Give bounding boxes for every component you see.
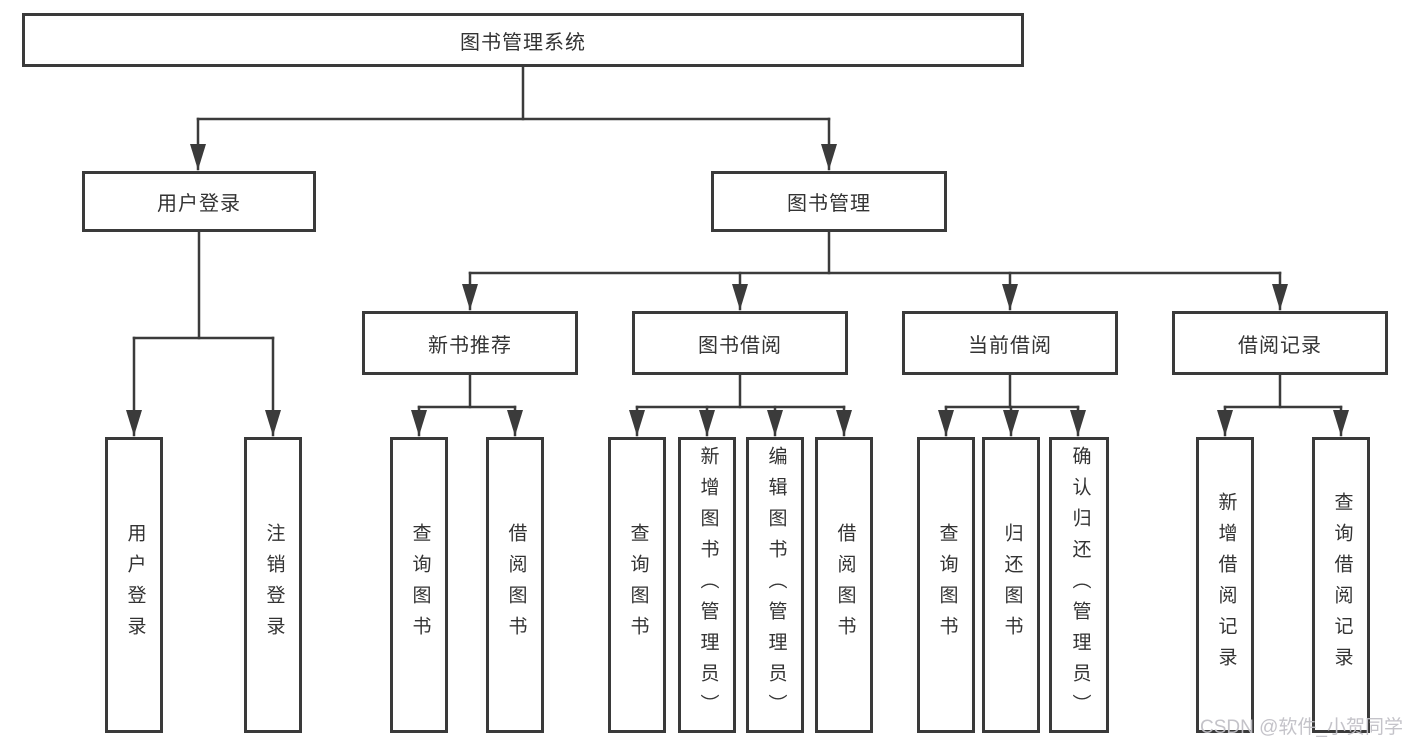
connector-root-to-level2 xyxy=(190,65,837,171)
leaf-confirm-return-admin: 确认归还（管理员） xyxy=(1049,437,1109,733)
leaf-recommend-borrow-books-label: 借阅图书 xyxy=(505,523,527,647)
leaf-add-borrow-record-label: 新增借阅记录 xyxy=(1215,492,1237,678)
connector-book-management-to-level3 xyxy=(462,230,1288,311)
leaf-current-query-books: 查询图书 xyxy=(917,437,975,733)
connector-user-login-to-leaves xyxy=(126,230,281,437)
leaf-user-login-label: 用户登录 xyxy=(124,523,146,647)
leaf-user-login: 用户登录 xyxy=(105,437,163,733)
leaf-add-books-admin: 新增图书（管理员） xyxy=(678,437,736,733)
csdn-watermark: CSDN @软件_小贺同学 xyxy=(1200,717,1403,738)
leaf-borrowing-query-books: 查询图书 xyxy=(608,437,666,733)
connector-book-borrowing-to-leaves xyxy=(629,373,852,437)
leaf-recommend-borrow-books: 借阅图书 xyxy=(486,437,544,733)
leaf-query-borrow-record-label: 查询借阅记录 xyxy=(1331,492,1353,678)
leaf-logout: 注销登录 xyxy=(244,437,302,733)
leaf-borrowing-borrow-books-label: 借阅图书 xyxy=(834,523,856,647)
node-new-book-recommendation: 新书推荐 xyxy=(362,311,578,375)
node-current-borrowing: 当前借阅 xyxy=(902,311,1118,375)
leaf-borrowing-borrow-books: 借阅图书 xyxy=(815,437,873,733)
leaf-current-query-books-label: 查询图书 xyxy=(936,523,958,647)
node-book-management: 图书管理 xyxy=(711,171,947,232)
leaf-logout-label: 注销登录 xyxy=(263,523,285,647)
connector-current-borrowing-to-leaves xyxy=(938,373,1086,437)
leaf-edit-books-admin-label: 编辑图书（管理员） xyxy=(765,445,787,725)
leaf-add-books-admin-label: 新增图书（管理员） xyxy=(697,445,719,725)
connector-new-book-to-leaves xyxy=(411,373,523,437)
leaf-return-books-label: 归还图书 xyxy=(1001,523,1023,647)
leaf-recommend-query-books: 查询图书 xyxy=(390,437,448,733)
leaf-confirm-return-admin-label: 确认归还（管理员） xyxy=(1069,445,1091,725)
leaf-borrowing-query-books-label: 查询图书 xyxy=(627,523,649,647)
node-user-login: 用户登录 xyxy=(82,171,316,232)
connector-borrow-records-to-leaves xyxy=(1217,373,1349,437)
leaf-recommend-query-books-label: 查询图书 xyxy=(409,523,431,647)
node-book-borrowing: 图书借阅 xyxy=(632,311,848,375)
node-borrowing-records: 借阅记录 xyxy=(1172,311,1388,375)
leaf-return-books: 归还图书 xyxy=(982,437,1040,733)
leaf-query-borrow-record: 查询借阅记录 xyxy=(1312,437,1370,733)
leaf-add-borrow-record: 新增借阅记录 xyxy=(1196,437,1254,733)
leaf-edit-books-admin: 编辑图书（管理员） xyxy=(746,437,804,733)
node-library-system: 图书管理系统 xyxy=(22,13,1024,67)
